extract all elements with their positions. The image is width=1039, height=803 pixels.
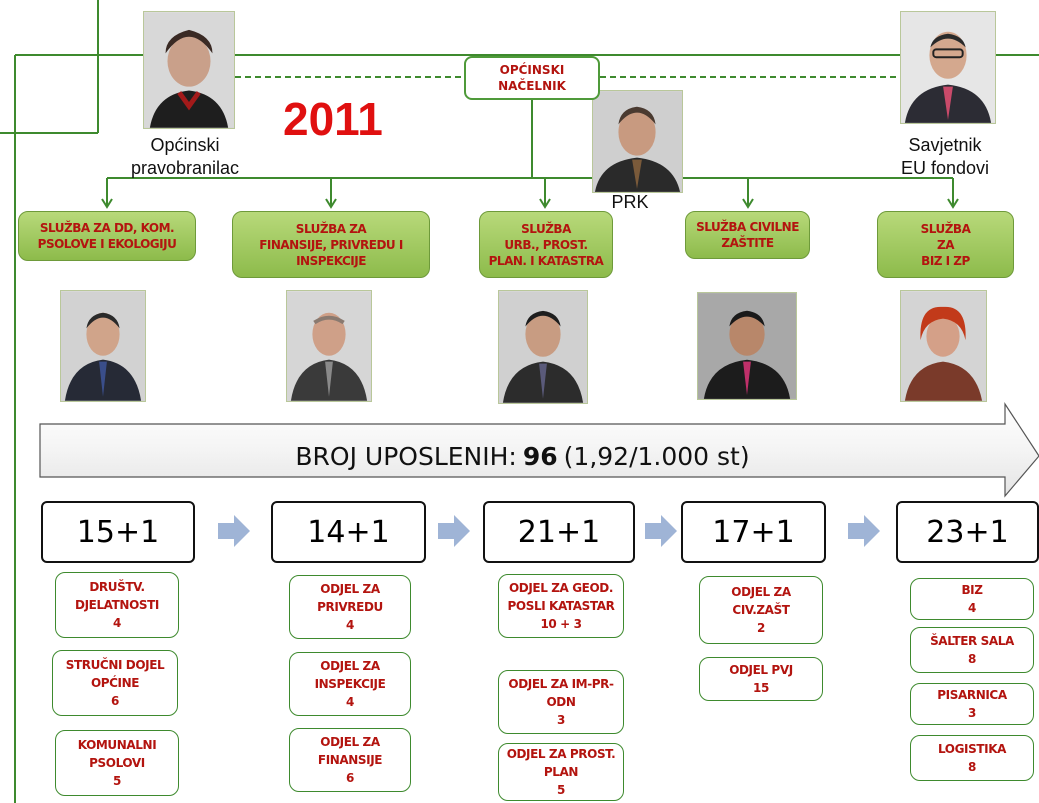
unit-civilna-zastita: ODJEL ZA CIV.ZAŠT 2 (699, 576, 823, 644)
unit-logistika: LOGISTIKA 8 (910, 735, 1034, 781)
employee-count-banner: BROJ UPOSLENIH: 96 (1,92/1.000 st) (40, 431, 1005, 481)
year-label: 2011 (283, 93, 383, 145)
count-box-2: 14+1 (271, 501, 426, 563)
unit-finansije: ODJEL ZA FINANSIJE 6 (289, 728, 411, 792)
head-photo-4 (697, 292, 797, 400)
flow-arrow-icon (645, 515, 677, 547)
head-photo-3 (498, 290, 588, 404)
unit-pvj: ODJEL PVJ 15 (699, 657, 823, 701)
flow-arrow-icon (218, 515, 250, 547)
dept-finansije: SLUŽBA ZA FINANSIJE, PRIVREDU I INSPEKCI… (232, 211, 430, 278)
banner-suffix: (1,92/1.000 st) (563, 441, 750, 471)
flow-arrow-icon (438, 515, 470, 547)
head-photo-5 (900, 290, 987, 402)
dept-urbanizam: SLUŽBA URB., PROST. PLAN. I KATASTRA (479, 211, 613, 278)
savjetnik-photo (900, 11, 996, 124)
head-photo-2 (286, 290, 372, 402)
unit-geodetski-poslovi: ODJEL ZA GEOD. POSLI KATASTAR 10 + 3 (498, 574, 624, 638)
banner-value: 96 (522, 441, 558, 471)
head-photo-1 (60, 290, 146, 402)
count-box-5: 23+1 (896, 501, 1039, 563)
count-box-4: 17+1 (681, 501, 826, 563)
savjetnik-caption: Savjetnik EU fondovi (900, 135, 990, 178)
unit-privreda: ODJEL ZA PRIVREDU 4 (289, 575, 411, 639)
dept-civilna-zastita: SLUŽBA CIVILNE ZAŠTITE (685, 211, 810, 259)
pravobranilac-photo (143, 11, 235, 129)
unit-strucni-odjel: STRUČNI DOJEL OPĆINE 6 (52, 650, 178, 716)
mayor-box: OPĆINSKI NAČELNIK (464, 56, 600, 100)
prk-caption: PRK (611, 192, 649, 212)
banner-prefix: BROJ UPOSLENIH: (295, 441, 517, 471)
unit-prostorno-planiranje: ODJEL ZA PROST. PLAN 5 (498, 743, 624, 801)
dept-dd-kom: SLUŽBA ZA DD, KOM. PSOLOVE I EKOLOGIJU (18, 211, 196, 261)
pravobranilac-caption: Općinski pravobranilac (130, 135, 240, 178)
unit-komunalni-poslovi: KOMUNALNI PSOLOVI 5 (55, 730, 179, 796)
unit-pisarnica: PISARNICA 3 (910, 683, 1034, 725)
unit-biz: BIZ 4 (910, 578, 1034, 620)
unit-drustv-djelatnosti: DRUŠTV. DJELATNOSTI 4 (55, 572, 179, 638)
count-box-3: 21+1 (483, 501, 635, 563)
unit-inspekcije: ODJEL ZA INSPEKCIJE 4 (289, 652, 411, 716)
unit-imovinsko-pravni: ODJEL ZA IM-PR- ODN 3 (498, 670, 624, 734)
dept-biz-zp: SLUŽBA ZA BIZ I ZP (877, 211, 1014, 278)
prk-photo (592, 90, 683, 193)
unit-salter-sala: ŠALTER SALA 8 (910, 627, 1034, 673)
count-box-1: 15+1 (41, 501, 195, 563)
flow-arrow-icon (848, 515, 880, 547)
